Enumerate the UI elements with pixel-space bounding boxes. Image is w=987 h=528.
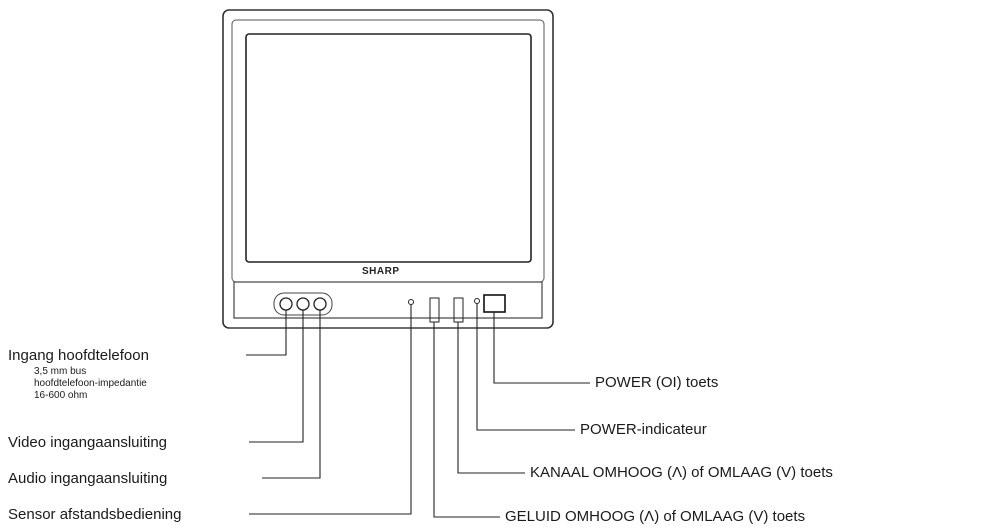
headphone-spec-line-2: hoofdtelefoon-impedantie xyxy=(34,378,147,389)
tv-bezel-inner xyxy=(231,19,545,283)
channel-leader xyxy=(457,322,525,474)
headphone-jack xyxy=(279,297,293,311)
volume-buttons-label: GELUID OMHOOG (Λ) of OMLAAG (V) toets xyxy=(505,508,806,525)
remote-sensor-window xyxy=(408,299,414,305)
audio-jack xyxy=(313,297,327,311)
brand-logo: SHARP xyxy=(362,266,400,277)
headphone-spec-line-3: 16-600 ohm xyxy=(34,390,88,401)
volume-leader xyxy=(433,322,500,518)
video-input-label: Video ingangaansluiting xyxy=(8,434,168,451)
remote-sensor-label: Sensor afstandsbediening xyxy=(8,506,182,523)
channel-buttons-label: KANAAL OMHOOG (Λ) of OMLAAG (V) toets xyxy=(530,464,833,481)
power-button-box xyxy=(483,294,506,313)
power-indicator-label: POWER-indicateur xyxy=(580,421,707,438)
headphone-spec-line-1: 3,5 mm bus xyxy=(34,366,87,377)
tv-screen xyxy=(245,33,532,263)
sensor-leader xyxy=(249,305,412,515)
power-button-label: POWER (OI) toets xyxy=(595,374,719,391)
headphone-leader xyxy=(246,310,287,356)
headphone-input-label: Ingang hoofdtelefoon xyxy=(8,347,149,364)
power-leader xyxy=(493,312,590,384)
control-panel xyxy=(233,281,543,319)
audio-leader xyxy=(262,310,321,479)
power-indicator-led xyxy=(474,298,480,304)
indicator-leader xyxy=(476,304,575,431)
tv-cabinet xyxy=(222,9,554,329)
video-leader xyxy=(249,310,304,443)
leader-lines xyxy=(246,304,590,518)
video-jack xyxy=(296,297,310,311)
audio-input-label: Audio ingangaansluiting xyxy=(8,470,168,487)
